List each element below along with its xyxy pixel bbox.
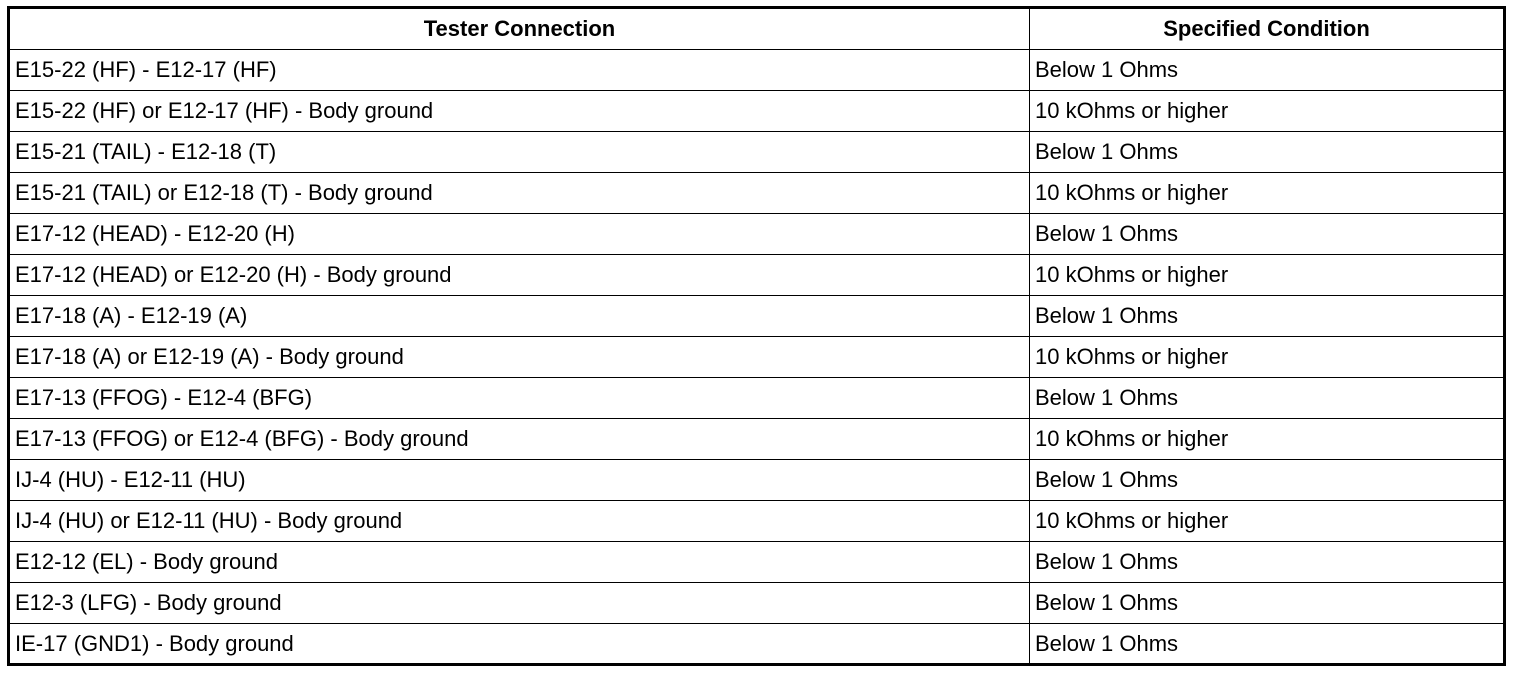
specified-condition-cell: Below 1 Ohms bbox=[1029, 541, 1505, 583]
tester-connection-cell: E17-12 (HEAD) or E12-20 (H) - Body groun… bbox=[8, 254, 1030, 296]
tester-connection-cell: E17-18 (A) - E12-19 (A) bbox=[8, 295, 1030, 337]
specified-condition-cell: 10 kOhms or higher bbox=[1029, 172, 1505, 214]
specified-condition-cell: Below 1 Ohms bbox=[1029, 623, 1505, 665]
specified-condition-cell: Below 1 Ohms bbox=[1029, 49, 1505, 91]
specified-condition-cell: 10 kOhms or higher bbox=[1029, 254, 1505, 296]
specified-condition-cell: 10 kOhms or higher bbox=[1029, 90, 1505, 132]
table-row: E17-18 (A) or E12-19 (A) - Body ground 1… bbox=[8, 336, 1505, 378]
specified-condition-cell: Below 1 Ohms bbox=[1029, 582, 1505, 624]
specified-condition-cell: Below 1 Ohms bbox=[1029, 295, 1505, 337]
table-row: E17-12 (HEAD) or E12-20 (H) - Body groun… bbox=[8, 254, 1505, 296]
table-row: E17-13 (FFOG) - E12-4 (BFG) Below 1 Ohms bbox=[8, 377, 1505, 419]
tester-connection-cell: E17-13 (FFOG) - E12-4 (BFG) bbox=[8, 377, 1030, 419]
table-header-row: Tester Connection Specified Condition bbox=[8, 7, 1505, 50]
tester-connection-cell: E15-21 (TAIL) or E12-18 (T) - Body groun… bbox=[8, 172, 1030, 214]
spec-table-container: Tester Connection Specified Condition E1… bbox=[7, 6, 1506, 666]
table-row: IJ-4 (HU) or E12-11 (HU) - Body ground 1… bbox=[8, 500, 1505, 542]
specified-condition-cell: Below 1 Ohms bbox=[1029, 131, 1505, 173]
table-row: E17-12 (HEAD) - E12-20 (H) Below 1 Ohms bbox=[8, 213, 1505, 255]
table-row: E12-3 (LFG) - Body ground Below 1 Ohms bbox=[8, 582, 1505, 624]
header-specified-condition: Specified Condition bbox=[1029, 7, 1505, 50]
table-row: IJ-4 (HU) - E12-11 (HU) Below 1 Ohms bbox=[8, 459, 1505, 501]
table-row: E17-13 (FFOG) or E12-4 (BFG) - Body grou… bbox=[8, 418, 1505, 460]
tester-connection-cell: E12-3 (LFG) - Body ground bbox=[8, 582, 1030, 624]
tester-connection-cell: E17-13 (FFOG) or E12-4 (BFG) - Body grou… bbox=[8, 418, 1030, 460]
table-row: E15-21 (TAIL) or E12-18 (T) - Body groun… bbox=[8, 172, 1505, 214]
tester-connection-cell: E12-12 (EL) - Body ground bbox=[8, 541, 1030, 583]
table-row: E15-22 (HF) - E12-17 (HF) Below 1 Ohms bbox=[8, 49, 1505, 91]
table-row: IE-17 (GND1) - Body ground Below 1 Ohms bbox=[8, 623, 1505, 665]
table-row: E15-22 (HF) or E12-17 (HF) - Body ground… bbox=[8, 90, 1505, 132]
tester-connection-cell: E15-22 (HF) or E12-17 (HF) - Body ground bbox=[8, 90, 1030, 132]
table-row: E15-21 (TAIL) - E12-18 (T) Below 1 Ohms bbox=[8, 131, 1505, 173]
tester-connection-cell: IJ-4 (HU) or E12-11 (HU) - Body ground bbox=[8, 500, 1030, 542]
specified-condition-cell: Below 1 Ohms bbox=[1029, 213, 1505, 255]
tester-connection-cell: E15-21 (TAIL) - E12-18 (T) bbox=[8, 131, 1030, 173]
specified-condition-cell: 10 kOhms or higher bbox=[1029, 418, 1505, 460]
tester-connection-cell: E17-12 (HEAD) - E12-20 (H) bbox=[8, 213, 1030, 255]
specified-condition-cell: 10 kOhms or higher bbox=[1029, 500, 1505, 542]
tester-connection-table: Tester Connection Specified Condition E1… bbox=[7, 6, 1506, 666]
specified-condition-cell: 10 kOhms or higher bbox=[1029, 336, 1505, 378]
tester-connection-cell: E17-18 (A) or E12-19 (A) - Body ground bbox=[8, 336, 1030, 378]
table-row: E12-12 (EL) - Body ground Below 1 Ohms bbox=[8, 541, 1505, 583]
tester-connection-cell: IE-17 (GND1) - Body ground bbox=[8, 623, 1030, 665]
specified-condition-cell: Below 1 Ohms bbox=[1029, 459, 1505, 501]
tester-connection-cell: IJ-4 (HU) - E12-11 (HU) bbox=[8, 459, 1030, 501]
specified-condition-cell: Below 1 Ohms bbox=[1029, 377, 1505, 419]
tester-connection-cell: E15-22 (HF) - E12-17 (HF) bbox=[8, 49, 1030, 91]
header-tester-connection: Tester Connection bbox=[8, 7, 1030, 50]
table-row: E17-18 (A) - E12-19 (A) Below 1 Ohms bbox=[8, 295, 1505, 337]
